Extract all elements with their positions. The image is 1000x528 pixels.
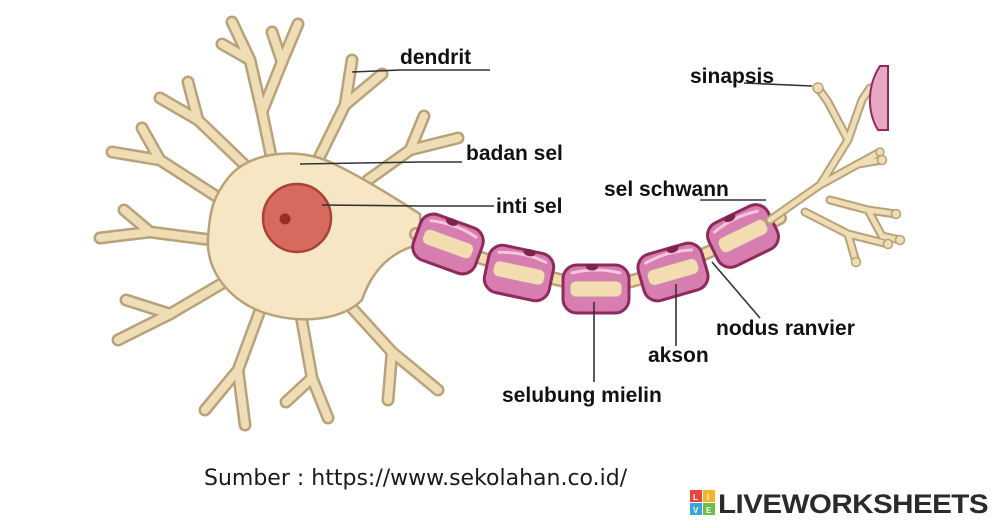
myelin-segment — [482, 243, 556, 303]
leader-lines — [299, 69, 813, 382]
label-dendrit: dendrit — [400, 46, 471, 69]
label-nodus-ranvier: nodus ranvier — [716, 317, 855, 340]
myelin-segment — [411, 212, 485, 276]
dendrites — [93, 15, 465, 432]
leader-badan-sel — [299, 161, 462, 165]
labels: dendrit badan sel inti sel sel schwann s… — [400, 46, 855, 407]
synapse-target-cell — [868, 65, 889, 131]
myelin-sheath-segments — [411, 203, 780, 315]
leader-sinapsis — [743, 82, 813, 87]
logo-letter-i: I — [707, 493, 709, 502]
brand-name: LIVEWORKSHEETS — [718, 489, 988, 519]
label-badan-sel: badan sel — [466, 142, 563, 165]
label-inti-sel: inti sel — [496, 195, 563, 218]
label-sel-schwann: sel schwann — [604, 178, 729, 201]
label-selubung-mielin: selubung mielin — [502, 384, 662, 407]
label-akson: akson — [648, 344, 709, 367]
axon-terminals — [765, 82, 906, 268]
myelin-segment — [561, 263, 631, 315]
nucleus — [261, 182, 333, 254]
myelin-segment — [636, 241, 710, 303]
source-credit: Sumber : https://www.sekolahan.co.id/ — [204, 466, 628, 491]
label-sinapsis: sinapsis — [690, 65, 774, 88]
logo-letter-l: L — [693, 493, 698, 502]
leader-dendrit — [351, 69, 490, 73]
leader-nodus-ranvier — [711, 261, 761, 319]
myelin-segment — [706, 203, 780, 269]
logo-letter-e: E — [706, 506, 712, 515]
leader-inti-sel — [321, 204, 494, 207]
nucleolus — [279, 213, 291, 225]
logo-letter-v: V — [693, 506, 699, 515]
liveworksheets-logo: L I V E LIVEWORKSHEETS — [690, 489, 989, 519]
